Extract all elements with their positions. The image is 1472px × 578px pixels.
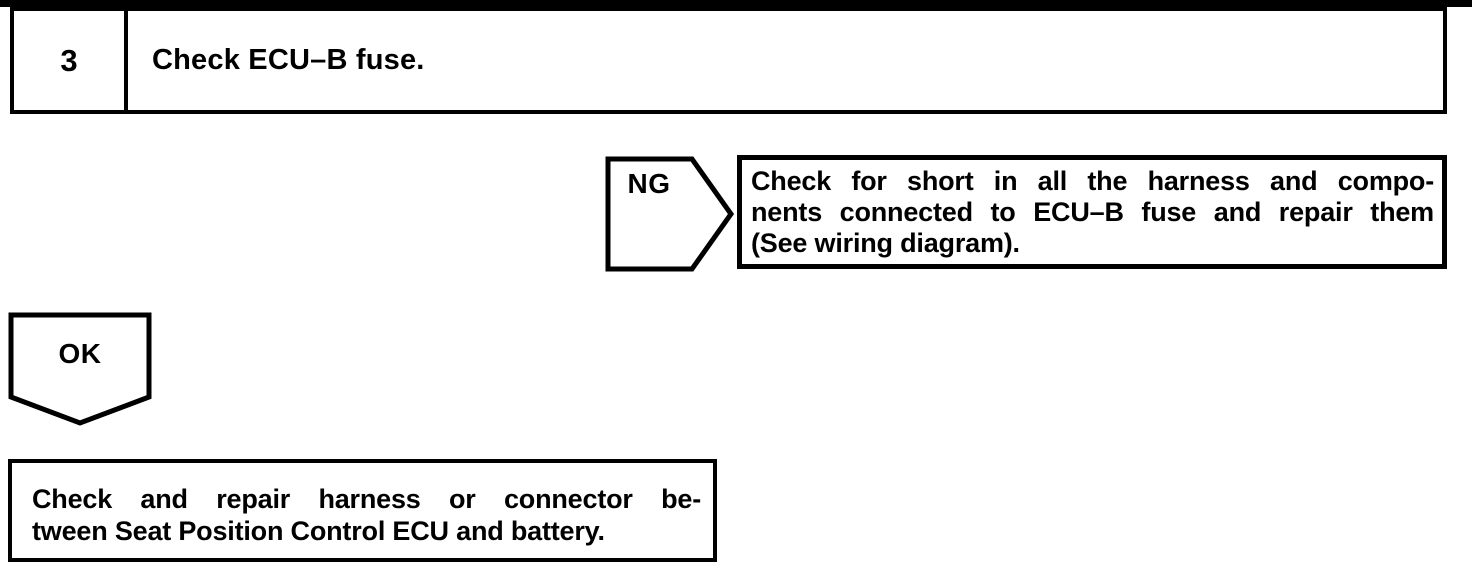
step-header-box: 3 Check ECU–B fuse. [10, 4, 1447, 114]
ng-action-line: (See wiring diagram). [751, 228, 1020, 258]
step-instruction: Check ECU–B fuse. [152, 44, 425, 76]
ng-action-line: nents connected to ECU–B fuse and repair… [751, 197, 1434, 227]
ng-label: NG [627, 168, 671, 199]
top-scan-rule [0, 0, 1472, 7]
ng-arrow-pentagon-icon [605, 156, 735, 272]
result-line: Check and repair harness or connector be… [32, 484, 701, 514]
ok-label: OK [58, 338, 102, 369]
ng-action-line: Check for short in all the harness and c… [751, 166, 1434, 196]
ng-action-box: Check for short in all the harness and c… [737, 155, 1447, 269]
step-number: 3 [14, 11, 128, 110]
result-line: tween Seat Position Control ECU and batt… [32, 516, 605, 546]
ng-branch-connector: NG [604, 155, 736, 273]
ok-arrow-pentagon-icon [8, 312, 152, 426]
ok-result-box: Check and repair harness or connector be… [8, 459, 717, 562]
ok-branch-connector: OK [7, 311, 153, 427]
